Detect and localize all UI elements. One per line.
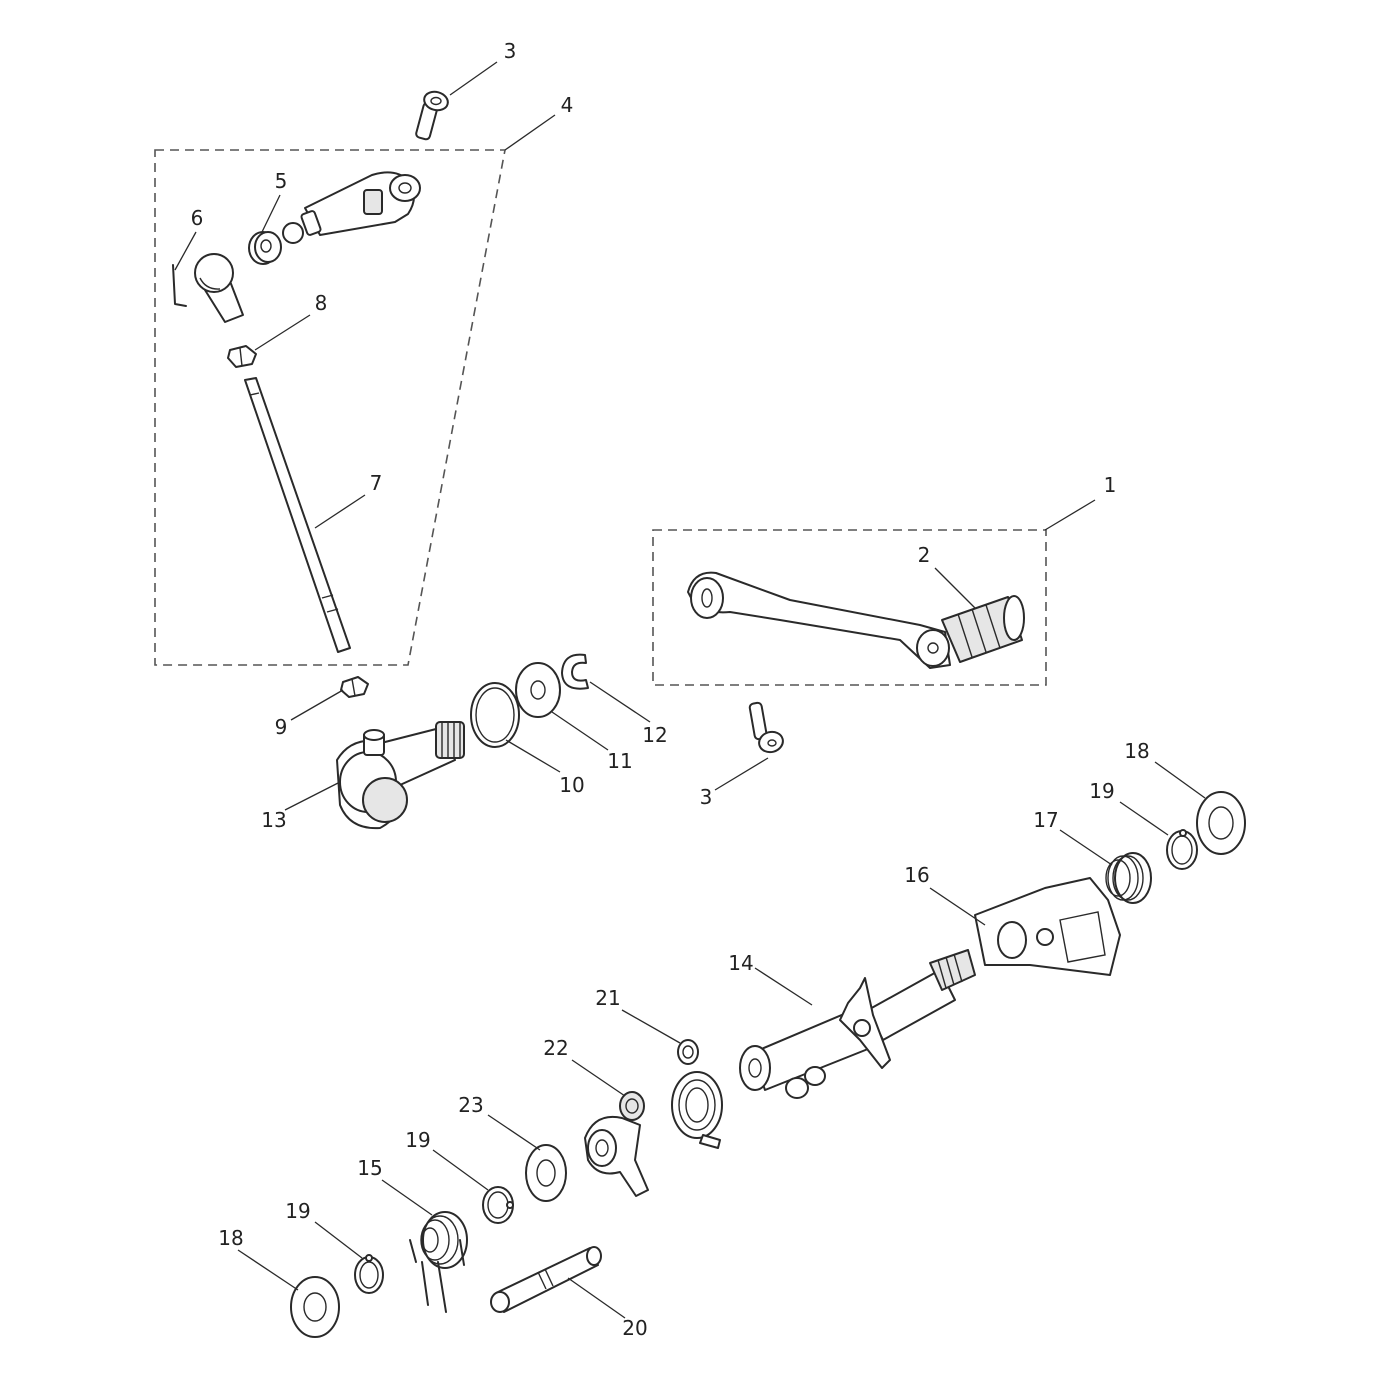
assembly-1-boundary	[652, 529, 1047, 686]
callout-19-upper: 19	[1089, 779, 1114, 803]
callout-1: 1	[1104, 473, 1117, 497]
bolt-upper	[415, 90, 449, 141]
callout-10: 10	[559, 773, 584, 797]
leader-lines	[174, 61, 1206, 1319]
bolt-lower	[748, 701, 784, 754]
linkage-rod	[244, 377, 351, 653]
callout-3-upper: 3	[504, 39, 517, 63]
assembly-4-boundary	[154, 149, 506, 666]
washer-11	[515, 662, 561, 718]
spring-21	[671, 1039, 723, 1149]
washer-18-upper	[1196, 791, 1246, 855]
callout-20: 20	[622, 1316, 647, 1340]
callout-4: 4	[561, 93, 574, 117]
callout-9: 9	[275, 715, 288, 739]
washer-5	[248, 231, 282, 265]
callout-2: 2	[918, 543, 931, 567]
pivot-pin	[490, 1246, 602, 1313]
o-ring	[470, 682, 520, 748]
callout-13: 13	[261, 808, 286, 832]
callout-23: 23	[458, 1093, 483, 1117]
spring-17	[1105, 852, 1152, 904]
circlip-lower	[354, 1254, 384, 1294]
nut-9	[340, 676, 369, 698]
shift-lever-13	[336, 721, 465, 830]
selector-shaft	[739, 949, 976, 1099]
nut-8	[227, 345, 257, 368]
gear-pedal	[687, 571, 1025, 669]
callout-18-lower: 18	[218, 1226, 243, 1250]
washer-23	[525, 1144, 567, 1202]
callout-19-middle: 19	[405, 1128, 430, 1152]
callout-14: 14	[728, 951, 753, 975]
e-clip	[561, 653, 589, 690]
washer-18-lower	[290, 1276, 340, 1338]
callout-12: 12	[642, 723, 667, 747]
callout-22: 22	[543, 1036, 568, 1060]
callout-7: 7	[370, 471, 383, 495]
callout-11: 11	[607, 749, 632, 773]
selector-plate	[974, 877, 1121, 976]
callout-16: 16	[904, 863, 929, 887]
callout-18-upper: 18	[1124, 739, 1149, 763]
callout-15: 15	[357, 1156, 382, 1180]
circlip-middle	[482, 1186, 514, 1224]
callout-8: 8	[315, 291, 328, 315]
detent-arm	[584, 1091, 649, 1197]
callout-21: 21	[595, 986, 620, 1010]
callout-19-lower: 19	[285, 1199, 310, 1223]
torsion-spring	[409, 1211, 468, 1313]
callout-5: 5	[275, 169, 288, 193]
circlip-upper	[1166, 829, 1198, 870]
callout-3-lower: 3	[700, 785, 713, 809]
callout-6: 6	[191, 206, 204, 230]
linkage-arm	[282, 171, 421, 244]
ball-joint	[172, 253, 244, 323]
callout-17: 17	[1033, 808, 1058, 832]
